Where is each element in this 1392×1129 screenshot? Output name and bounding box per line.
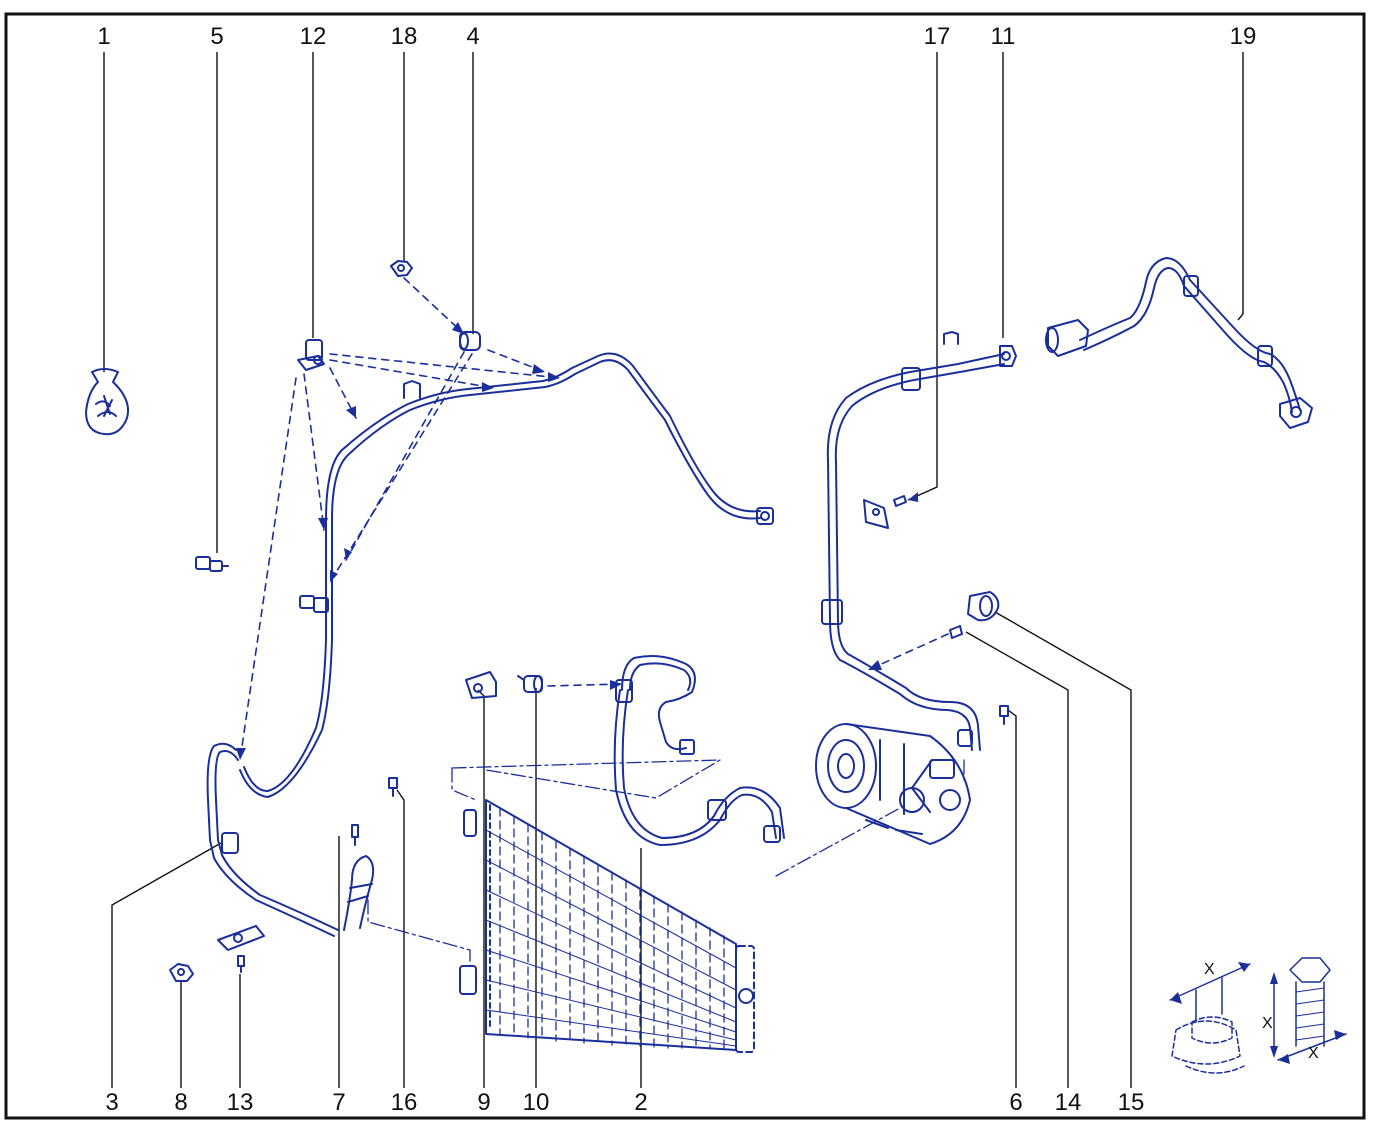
leader-lines bbox=[103, 52, 1244, 1088]
label-part-16: 16 bbox=[391, 1089, 418, 1116]
label-part-18: 18 bbox=[391, 23, 418, 50]
part-8-nut bbox=[169, 963, 194, 982]
part-18-nut bbox=[390, 260, 413, 277]
part-compressor bbox=[815, 723, 971, 845]
assembly-lines bbox=[239, 277, 949, 761]
label-part-15: 15 bbox=[1118, 1089, 1145, 1116]
part-pipe-connector bbox=[299, 595, 329, 613]
part-6-bolt bbox=[999, 705, 1009, 725]
labels-top: 1 5 12 18 4 17 11 19 bbox=[97, 23, 1256, 50]
label-part-3: 3 bbox=[105, 1089, 118, 1116]
part-17-bracket bbox=[863, 495, 907, 529]
part-16-screw bbox=[388, 777, 398, 797]
part-19-hose bbox=[1045, 257, 1313, 429]
label-part-6: 6 bbox=[1009, 1089, 1022, 1116]
part-9-bracket bbox=[465, 671, 497, 699]
dimension-mark-bottom: X bbox=[1308, 1045, 1319, 1062]
part-inset-tightening bbox=[1169, 957, 1347, 1074]
part-1-bag bbox=[85, 368, 129, 436]
part-12-clip bbox=[297, 339, 325, 371]
assembly-arrows bbox=[236, 322, 1346, 1064]
label-part-14: 14 bbox=[1055, 1089, 1082, 1116]
parts-drawing bbox=[85, 257, 1347, 1074]
part-pipe-left-main bbox=[239, 352, 774, 798]
diagram-border bbox=[4, 12, 1366, 1120]
part-14-screw bbox=[949, 625, 963, 639]
label-part-8: 8 bbox=[174, 1089, 187, 1116]
label-part-19: 19 bbox=[1230, 23, 1257, 50]
label-part-1: 1 bbox=[97, 23, 110, 50]
label-part-7: 7 bbox=[332, 1089, 345, 1116]
part-13-bracket bbox=[217, 925, 265, 973]
part-5-switch bbox=[195, 556, 229, 572]
part-15-clamp bbox=[967, 591, 1000, 622]
labels-bottom: 3 8 13 7 16 9 10 2 6 14 15 bbox=[105, 1089, 1144, 1116]
part-11-hose bbox=[821, 331, 1017, 751]
label-part-2: 2 bbox=[634, 1089, 647, 1116]
label-part-13: 13 bbox=[227, 1089, 254, 1116]
center-lines bbox=[367, 759, 965, 967]
dimension-mark-side: X bbox=[1262, 1015, 1273, 1032]
part-7-pipe bbox=[343, 824, 375, 931]
label-part-12: 12 bbox=[300, 23, 327, 50]
part-2-hose bbox=[613, 655, 785, 846]
label-part-10: 10 bbox=[523, 1089, 550, 1116]
label-part-9: 9 bbox=[477, 1089, 490, 1116]
part-4-grommet bbox=[459, 331, 481, 351]
label-part-11: 11 bbox=[991, 23, 1016, 50]
label-part-5: 5 bbox=[210, 23, 223, 50]
label-part-4: 4 bbox=[466, 23, 479, 50]
part-3-hose bbox=[206, 742, 339, 937]
label-part-17: 17 bbox=[924, 23, 951, 50]
dimension-mark-top: X bbox=[1204, 961, 1215, 978]
part-10-valve bbox=[517, 675, 543, 693]
part-condenser bbox=[459, 799, 755, 1053]
